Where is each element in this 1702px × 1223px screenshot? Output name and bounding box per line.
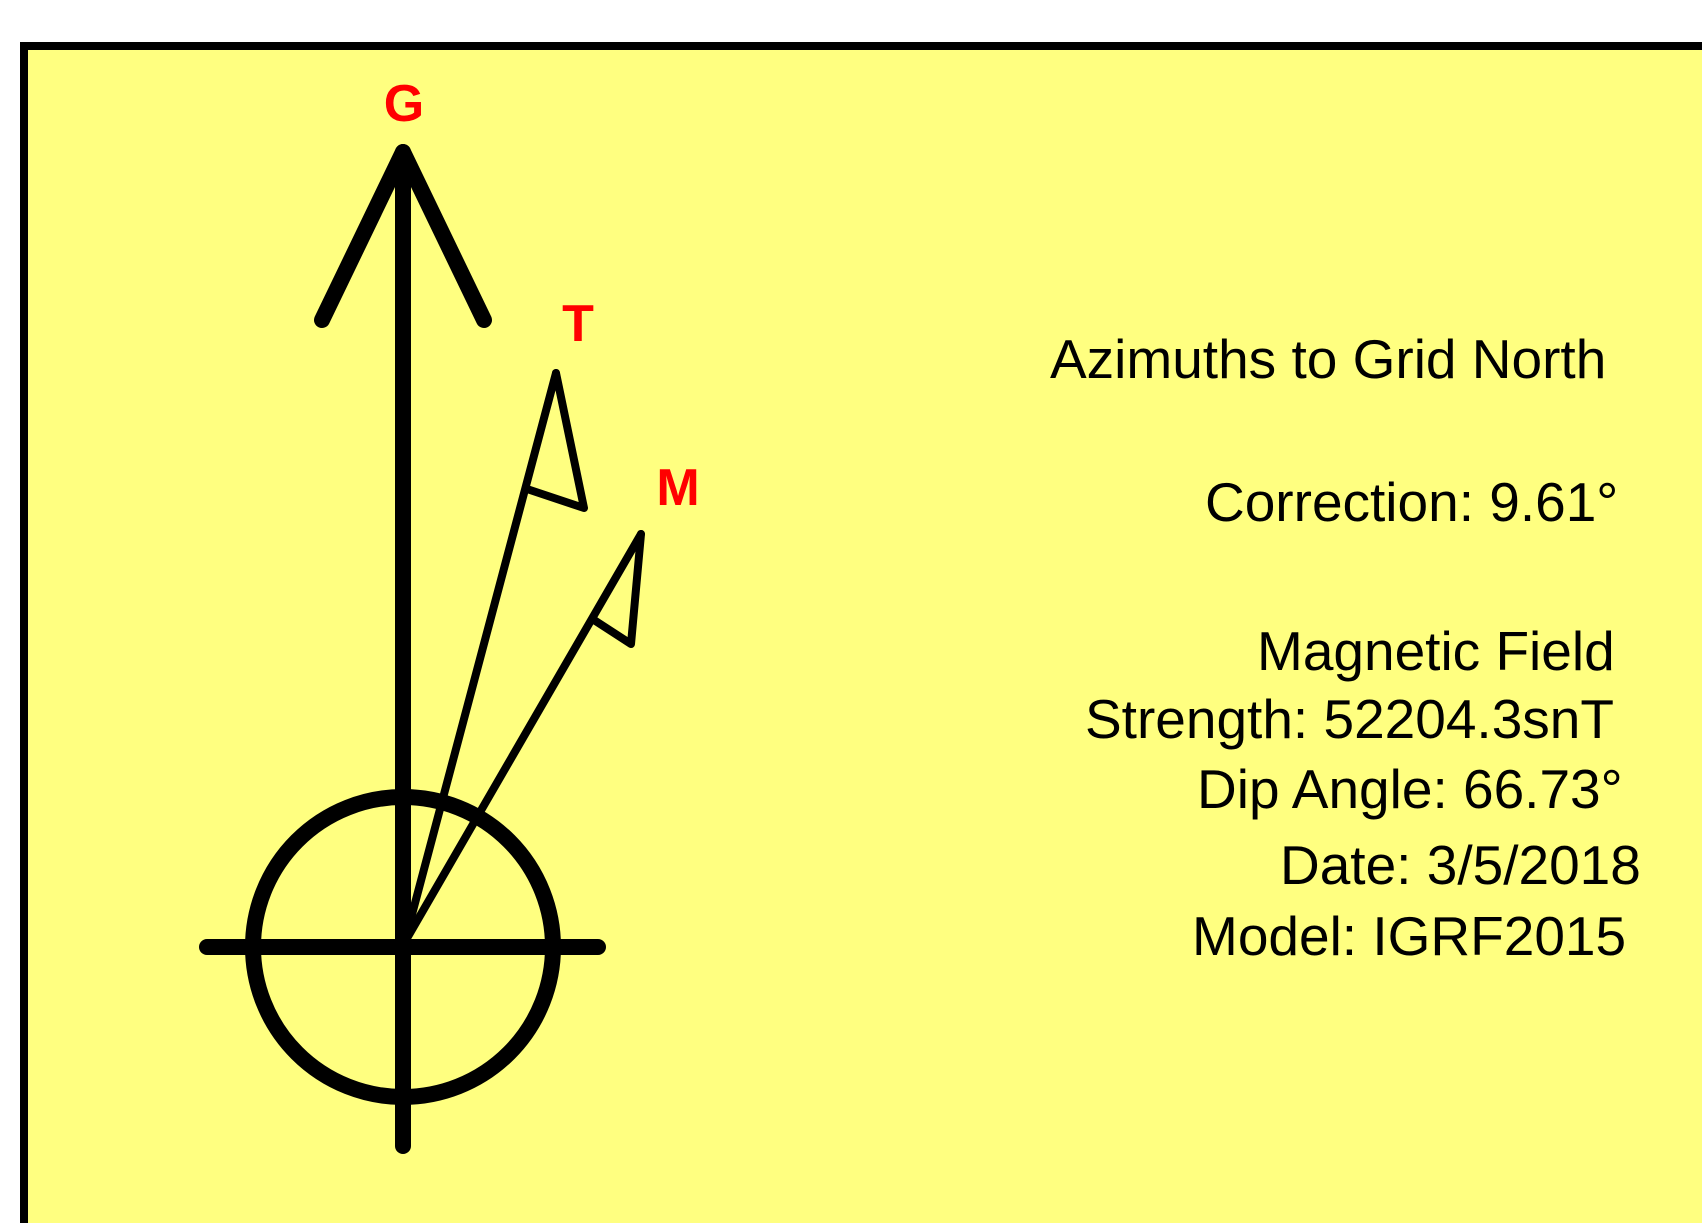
true-north-label: T [562,295,594,353]
grid-north-arrow-icon [314,144,492,955]
panel-background [20,42,1702,1223]
magnetic-field-title: Magnetic Field [1257,620,1615,682]
true-north-flag [523,369,588,512]
info-panel: Azimuths to Grid North Correction: 9.61°… [1050,328,1641,967]
magnetic-north-flag [590,530,645,648]
true-north-line [402,369,560,941]
grid-north-arrowhead [314,144,492,328]
correction-value: Correction: 9.61° [1205,471,1618,533]
model-name: Model: IGRF2015 [1192,905,1626,967]
magnetic-north-line [402,530,645,944]
true-north-flag-icon [402,369,588,941]
azimuth-heading: Azimuths to Grid North [1050,328,1606,390]
model-date: Date: 3/5/2018 [1280,834,1641,896]
magnetic-north-flag-icon [402,530,645,944]
dip-angle: Dip Angle: 66.73° [1197,758,1623,820]
grid-north-label: G [384,75,424,133]
field-strength: Strength: 52204.3snT [1085,688,1614,750]
magnetic-north-label: M [656,459,699,517]
